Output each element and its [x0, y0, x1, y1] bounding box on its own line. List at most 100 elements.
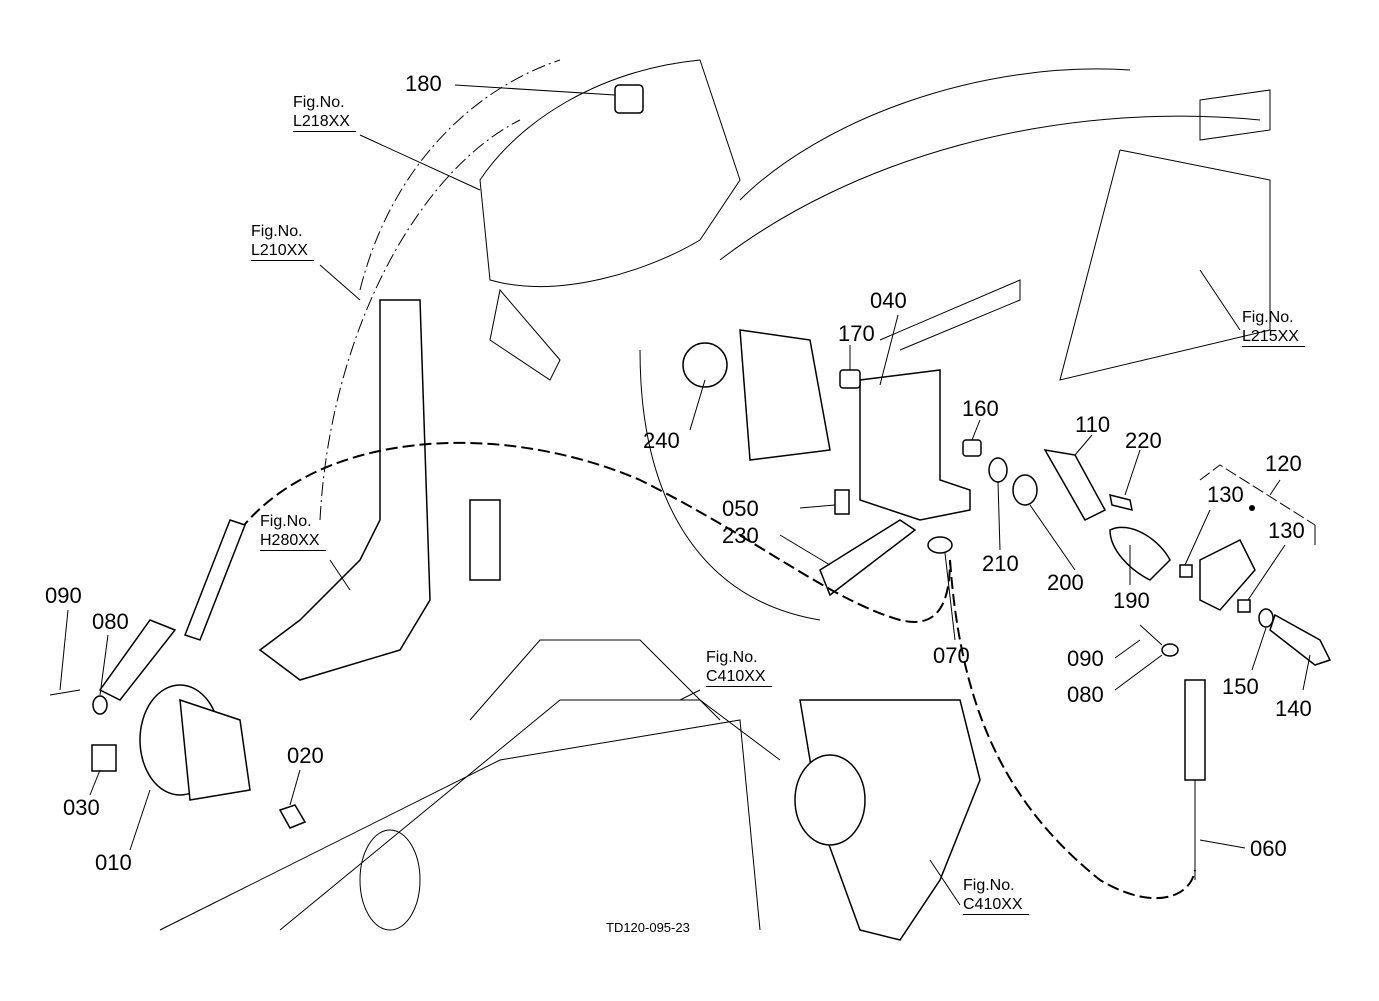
part-label[interactable]: 200 [1047, 570, 1084, 595]
leader-130a [1184, 509, 1211, 566]
part-240-circle [682, 342, 728, 388]
part-label[interactable]: 030 [63, 795, 100, 820]
part-030 [91, 744, 117, 772]
part-label[interactable]: 010 [95, 850, 132, 875]
part-label[interactable]: 050 [722, 496, 759, 521]
bracket-block [469, 499, 501, 581]
figure-ref-code: C410XX [963, 895, 1029, 915]
figure-ref-code: L215XX [1242, 327, 1305, 347]
dot-marker [1249, 505, 1255, 511]
cable-060-path [949, 559, 1196, 900]
figure-ref-label: Fig.No. [706, 649, 758, 666]
document-id: TD120-095-23 [606, 920, 690, 935]
part-label[interactable]: 080 [92, 609, 129, 634]
figure-reference[interactable]: Fig.No. H280XX [260, 512, 326, 551]
figure-reference[interactable]: Fig.No. C410XX [963, 876, 1029, 915]
part-label[interactable]: 220 [1125, 428, 1162, 453]
part-label[interactable]: 240 [643, 428, 680, 453]
leader-l218 [359, 134, 481, 191]
part-170 [839, 369, 861, 389]
leader-060 [1199, 839, 1246, 849]
part-label[interactable]: 110 [1075, 412, 1111, 437]
cable-rod-left [184, 519, 246, 641]
leader-030 [89, 769, 101, 796]
leader-040 [879, 314, 899, 386]
part-label[interactable]: 080 [1067, 682, 1104, 707]
part-label[interactable]: 090 [45, 583, 82, 608]
leader-020 [289, 769, 301, 806]
leader-120 [1269, 479, 1281, 496]
leader-l215 [1199, 269, 1241, 331]
figure-reference[interactable]: Fig.No. L218XX [293, 93, 356, 132]
part-label[interactable]: 120 [1265, 451, 1302, 476]
part-label[interactable]: 020 [287, 743, 324, 768]
bracket-040 [859, 369, 971, 521]
part-160 [962, 439, 982, 457]
part-label[interactable]: 130 [1268, 518, 1305, 543]
leader-140 [1302, 654, 1311, 691]
part-080-left [92, 695, 108, 715]
part-120-lever [1199, 538, 1256, 611]
figure-ref-label: Fig.No. [260, 513, 312, 530]
leader-c410-a [679, 689, 701, 701]
leader-090-left [59, 609, 69, 691]
figure-ref-label: Fig.No. [251, 223, 303, 240]
figure-reference[interactable]: Fig.No. L210XX [251, 222, 314, 261]
seat-console [479, 59, 741, 287]
leader-150 [1251, 627, 1267, 671]
leader-010 [129, 789, 151, 851]
part-190-spring [1109, 526, 1171, 581]
part-label[interactable]: 190 [1113, 588, 1150, 613]
part-230 [819, 519, 917, 597]
console-lower [489, 288, 561, 381]
leader-160 [971, 419, 981, 441]
housing-bore [794, 754, 866, 846]
part-label[interactable]: 040 [870, 288, 907, 313]
part-020 [278, 804, 307, 829]
part-label[interactable]: 070 [933, 643, 970, 668]
part-080-right [1161, 643, 1179, 657]
part-label[interactable]: 140 [1275, 696, 1312, 721]
fender-outline-2 [719, 115, 1261, 261]
bracket-plate [739, 329, 831, 461]
part-label[interactable]: 060 [1250, 836, 1287, 861]
figure-reference[interactable]: Fig.No. C410XX [706, 648, 772, 687]
leader-050 [799, 504, 836, 509]
leader-h280 [329, 559, 351, 591]
leader-080-left [99, 634, 109, 696]
part-label[interactable]: 180 [405, 71, 442, 96]
frame-mid [279, 699, 781, 931]
part-060-boot [1184, 679, 1206, 781]
leader-220 [1124, 449, 1141, 496]
figure-ref-label: Fig.No. [963, 877, 1015, 894]
part-label[interactable]: 090 [1067, 646, 1104, 671]
part-090-left [49, 689, 81, 696]
part-label[interactable]: 160 [962, 396, 999, 421]
part-label[interactable]: 130 [1207, 482, 1244, 507]
part-label[interactable]: 230 [722, 523, 759, 548]
cable-loop [239, 441, 951, 623]
figure-ref-code: L210XX [251, 241, 314, 261]
leader-230 [779, 534, 831, 566]
bracket-h280 [258, 299, 431, 681]
part-130a [1179, 564, 1193, 578]
leader-130b [1247, 544, 1286, 601]
fender-outline [739, 68, 1131, 201]
part-label[interactable]: 210 [982, 551, 1019, 576]
part-label[interactable]: 150 [1222, 674, 1259, 699]
part-label[interactable]: 170 [838, 321, 875, 346]
part-210 [988, 457, 1008, 483]
part-010-head [179, 698, 251, 801]
part-140-bolt [1269, 613, 1332, 666]
part-070 [927, 536, 953, 554]
leader-080-right [1114, 654, 1163, 691]
leader-200 [1029, 504, 1076, 571]
leader-180 [454, 84, 616, 96]
figure-ref-label: Fig.No. [1242, 309, 1294, 326]
leader-l210 [319, 264, 361, 301]
figure-reference[interactable]: Fig.No. L215XX [1242, 308, 1305, 347]
part-200 [1012, 474, 1038, 506]
leader-070 [944, 552, 956, 641]
leader-240 [689, 379, 706, 431]
